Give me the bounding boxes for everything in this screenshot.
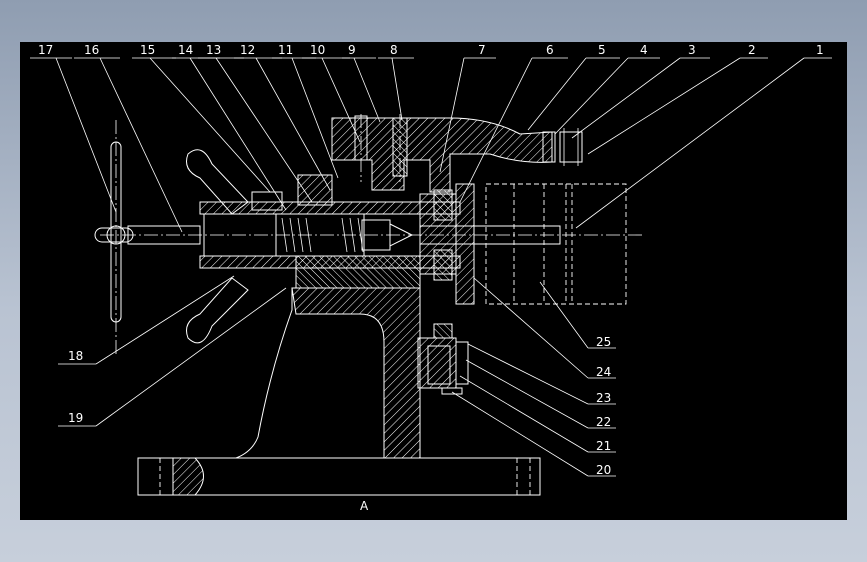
callout-5: 5 (598, 43, 606, 57)
crank-handle (94, 120, 283, 354)
spindle-shaft (100, 225, 645, 245)
view-label: A (360, 499, 369, 513)
callout-6: 6 (546, 43, 554, 57)
lower-bearing-housing (417, 323, 469, 395)
callout-7: 7 (478, 43, 486, 57)
callout-1: 1 (816, 43, 824, 57)
callout-8: 8 (390, 43, 398, 57)
callout-9: 9 (348, 43, 356, 57)
pedestal-body (235, 255, 421, 459)
callout-14: 14 (178, 43, 193, 57)
drawing-canvas: 17 16 15 14 13 12 11 10 9 8 7 6 5 4 3 2 … (20, 42, 847, 520)
leader-lines (30, 57, 832, 477)
callout-12: 12 (240, 43, 255, 57)
callout-13: 13 (206, 43, 221, 57)
base-plate (137, 457, 541, 496)
callout-4: 4 (640, 43, 648, 57)
clamp-arm (331, 114, 583, 193)
callout-16: 16 (84, 43, 99, 57)
assembly-drawing: 17 16 15 14 13 12 11 10 9 8 7 6 5 4 3 2 … (30, 43, 832, 513)
callout-23: 23 (596, 391, 611, 405)
callout-19: 19 (68, 411, 83, 425)
callout-25: 25 (596, 335, 611, 349)
callout-21: 21 (596, 439, 611, 453)
callout-numbers: 17 16 15 14 13 12 11 10 9 8 7 6 5 4 3 2 … (38, 43, 824, 513)
callout-15: 15 (140, 43, 155, 57)
callout-3: 3 (688, 43, 696, 57)
workpiece-phantom (485, 183, 627, 305)
callout-18: 18 (68, 349, 83, 363)
callout-11: 11 (278, 43, 293, 57)
callout-10: 10 (310, 43, 325, 57)
callout-24: 24 (596, 365, 611, 379)
callout-2: 2 (748, 43, 756, 57)
callout-17: 17 (38, 43, 53, 57)
callout-20: 20 (596, 463, 611, 477)
callout-22: 22 (596, 415, 611, 429)
